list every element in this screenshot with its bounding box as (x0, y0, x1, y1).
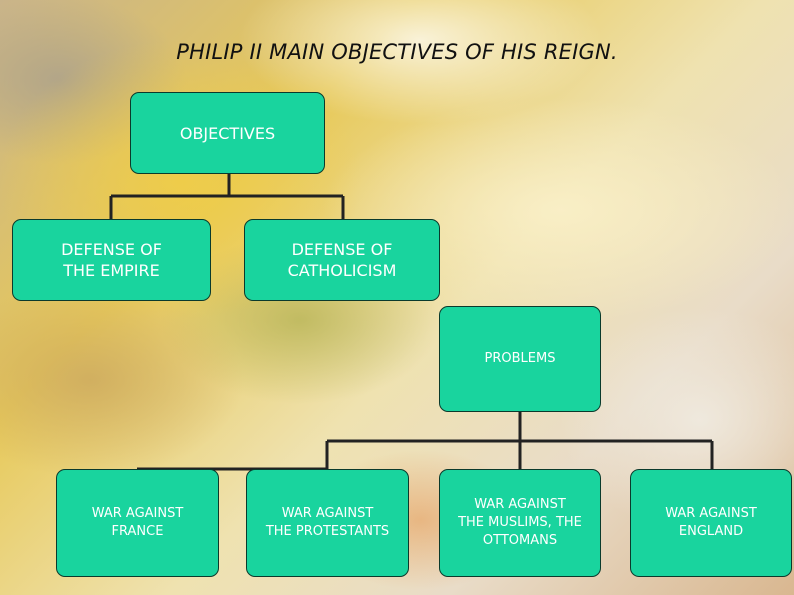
node-war-muslims-ottomans-label: WAR AGAINST THE MUSLIMS, THE OTTOMANS (458, 497, 582, 548)
diagram-title: PHILIP II MAIN OBJECTIVES OF HIS REIGN. (176, 40, 618, 64)
node-war-england-label: WAR AGAINST ENGLAND (665, 506, 757, 539)
node-defense-of-empire: DEFENSE OF THE EMPIRE (12, 219, 211, 301)
node-problems: PROBLEMS (439, 306, 601, 412)
node-defense-of-catholicism: DEFENSE OF CATHOLICISM (244, 219, 440, 301)
node-war-protestants: WAR AGAINST THE PROTESTANTS (246, 469, 409, 577)
node-war-france-label: WAR AGAINST FRANCE (91, 506, 184, 539)
node-war-france: WAR AGAINST FRANCE (56, 469, 219, 577)
node-war-protestants-label: WAR AGAINST THE PROTESTANTS (265, 506, 390, 539)
node-objectives: OBJECTIVES (130, 92, 325, 174)
node-war-england: WAR AGAINST ENGLAND (630, 469, 792, 577)
node-defense-of-empire-label: DEFENSE OF THE EMPIRE (61, 240, 162, 280)
node-defense-of-catholicism-label: DEFENSE OF CATHOLICISM (287, 240, 397, 280)
node-objectives-label: OBJECTIVES (179, 123, 276, 143)
node-war-muslims-ottomans: WAR AGAINST THE MUSLIMS, THE OTTOMANS (439, 469, 601, 577)
node-problems-label: PROBLEMS (484, 351, 556, 366)
